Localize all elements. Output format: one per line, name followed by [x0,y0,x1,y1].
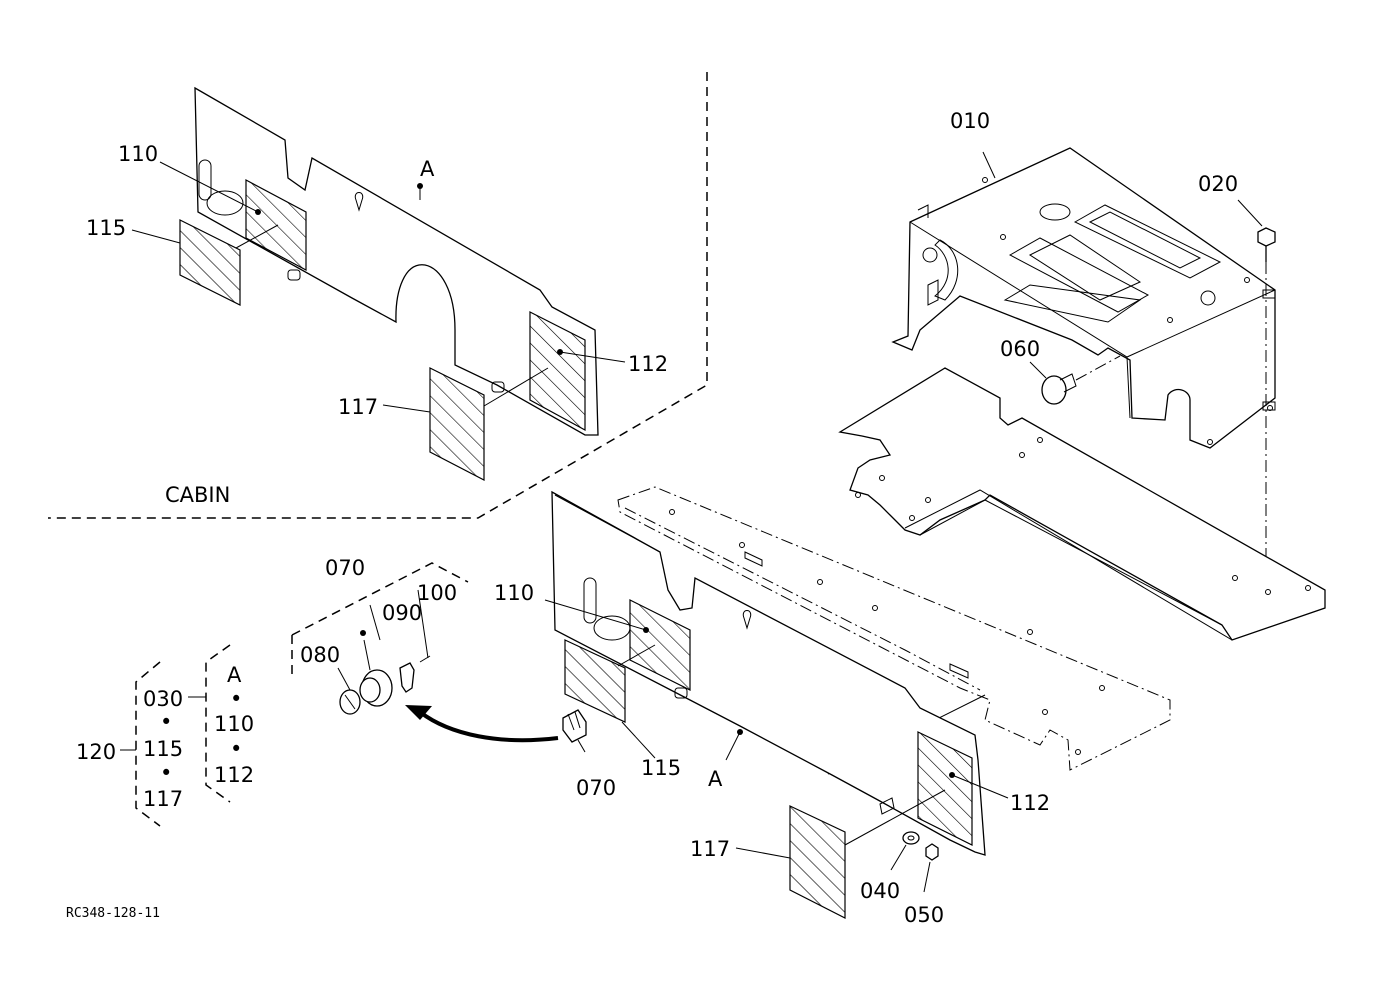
arrow [405,705,559,743]
label-010: 010 [950,109,990,133]
washer-040 [902,831,920,845]
decal-115-lower [564,639,626,723]
upper-side-panel [194,86,599,436]
decal-110-lower [629,599,691,691]
decal-117-lower [789,805,846,919]
kit-brackets [120,644,231,827]
kit-bullet-4: • [230,737,242,761]
label-080: 080 [300,643,340,667]
seat-frame [891,147,1276,449]
label-a-lower: A [708,767,723,791]
kit-label-115: 115 [143,737,183,761]
labels: 010 020 060 110 115 A 112 117 CABIN 070 … [66,109,1238,927]
floor-plate [838,367,1326,641]
upper-leaders [131,161,626,413]
label-060: 060 [1000,337,1040,361]
label-110-lower: 110 [494,581,534,605]
nut-050 [925,843,939,861]
label-070-assembled: 070 [576,776,616,800]
lock-group-boundary [291,562,469,680]
kit-bullet-3: • [230,687,242,711]
label-117-lower: 117 [690,837,730,861]
bolt-020 [1237,199,1276,592]
lock-parts [337,589,431,715]
decal-112-upper [529,311,586,432]
cabin-boundary [48,72,708,519]
label-050: 050 [904,903,944,927]
label-115-upper: 115 [86,216,126,240]
label-117-upper: 117 [338,395,378,419]
kit-bullet-2: • [160,761,172,785]
lower-side-panel [551,490,986,856]
decal-112-lower [917,731,973,846]
label-a-upper: A [420,157,435,181]
decal-117-upper [429,367,485,481]
label-112-lower: 112 [1010,791,1050,815]
label-040: 040 [860,879,900,903]
kit-label-112: 112 [214,763,254,787]
knob-060 [1029,355,1121,405]
kit-label-110: 110 [214,712,254,736]
label-115-lower: 115 [641,756,681,780]
label-112-upper: 112 [628,352,668,376]
label-070-group: 070 [325,556,365,580]
diagram-id: RC348-128-11 [66,906,160,921]
kit-label-120: 120 [76,740,116,764]
kit-label-a: A [227,663,242,687]
decal-110-upper [245,179,307,271]
kit-label-117: 117 [143,787,183,811]
lock-070-assembled [562,709,587,753]
lower-leaders [544,151,1009,893]
label-110-upper: 110 [118,142,158,166]
label-020: 020 [1198,172,1238,196]
label-090: 090 [382,601,422,625]
kit-label-030: 030 [143,687,183,711]
kit-bullet-1: • [160,710,172,734]
decal-115-upper [179,219,241,306]
label-100: 100 [417,581,457,605]
cabin-label: CABIN [165,483,230,507]
